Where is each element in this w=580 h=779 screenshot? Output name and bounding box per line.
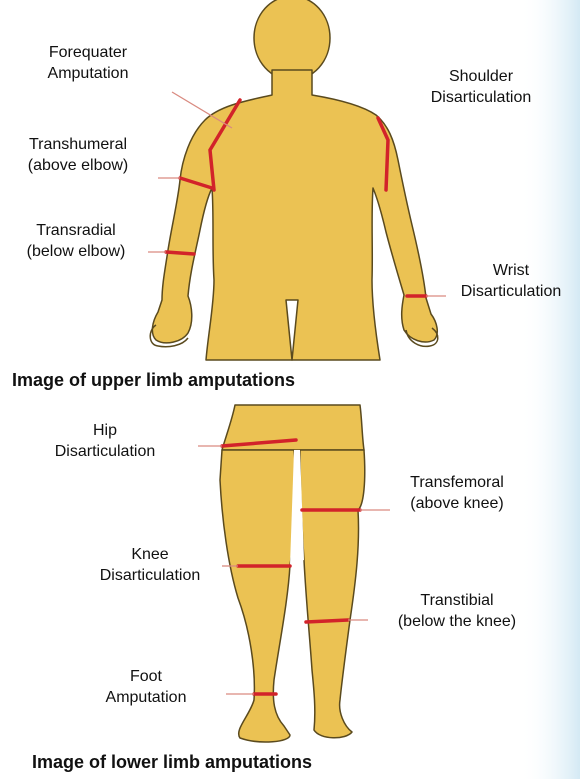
upper-caption: Image of upper limb amputations: [12, 370, 295, 391]
label-foot: Foot Amputation: [76, 666, 216, 708]
label-transfemoral: Transfemoral (above knee): [392, 472, 522, 514]
label-transhumeral: Transhumeral (above elbow): [8, 134, 148, 176]
label-transtibial: Transtibial (below the knee): [372, 590, 542, 632]
label-forequater: Forequater Amputation: [22, 42, 154, 84]
head: [254, 0, 330, 80]
lower-body-figure: [220, 405, 365, 742]
transtibial-cut: [306, 620, 348, 622]
lower-caption: Image of lower limb amputations: [32, 752, 312, 773]
label-hip: Hip Disarticulation: [30, 420, 180, 462]
label-shoulder: Shoulder Disarticulation: [406, 66, 556, 108]
label-knee: Knee Disarticulation: [80, 544, 220, 586]
label-wrist: Wrist Disarticulation: [448, 260, 574, 302]
transradial-cut: [166, 252, 194, 254]
label-transradial: Transradial (below elbow): [6, 220, 146, 262]
right-leg: [300, 450, 365, 738]
upper-body-figure: [150, 0, 438, 360]
left-leg: [220, 450, 296, 742]
